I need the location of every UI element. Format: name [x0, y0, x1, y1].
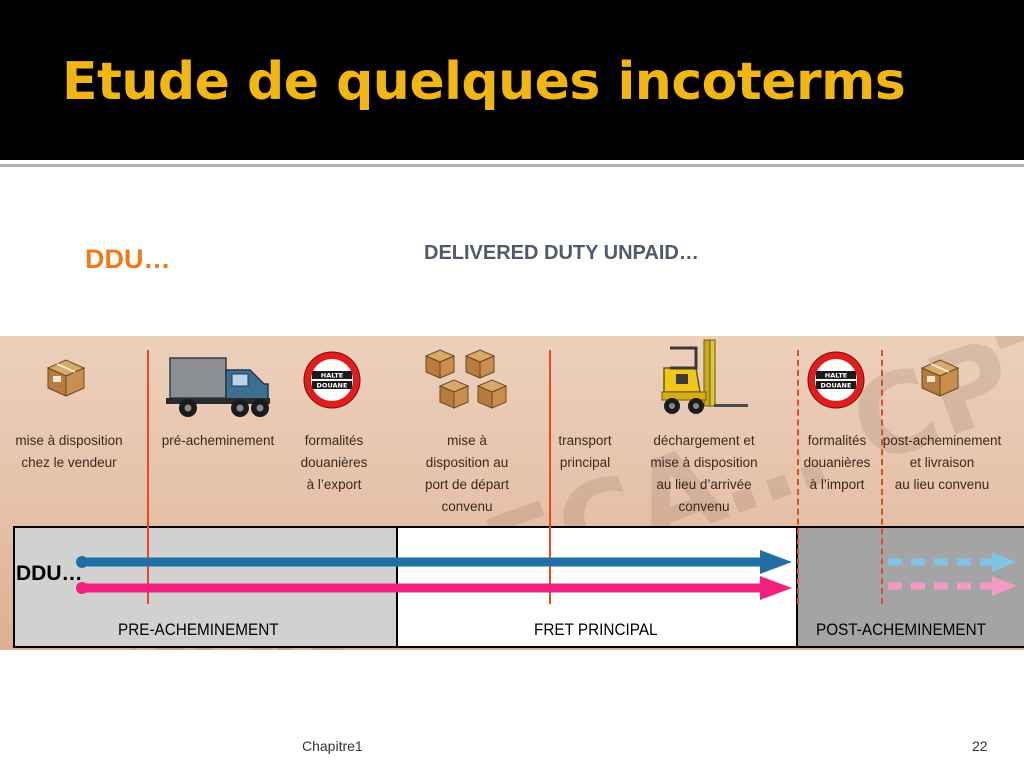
step-label-dechargement: déchargement et mise à disposition au li…: [650, 433, 758, 514]
buyer-dashed-risk-arrow: [888, 576, 1016, 596]
incoterm-row-label: DDU…: [16, 562, 83, 585]
responsibility-arrows: [76, 550, 1016, 600]
buyer-risk-arrow: [76, 576, 792, 600]
slide-title: Etude de quelques incoterms: [62, 52, 906, 112]
truck-icon: [164, 348, 276, 425]
step-label-mise-a-disposition-port: mise à disposition au port de départ con…: [424, 433, 510, 514]
sign-text: HALTE: [321, 372, 343, 380]
sign-text: DOUANE: [317, 382, 348, 390]
incoterm-full-name: DELIVERED DUTY UNPAID…: [424, 242, 699, 264]
step-label-post-acheminement: post-acheminement et livraison au lieu c…: [882, 433, 1002, 492]
sign-text: DOUANE: [821, 382, 852, 390]
step-divider-line: [549, 350, 551, 604]
step-label-formalites-import: formalités douanières à l’import: [803, 433, 871, 492]
phase-label-fret-principal: FRET PRINCIPAL: [534, 620, 658, 639]
incoterm-diagram: EXW… FCA… CPT… DDP… mise à disposition c…: [0, 336, 1024, 650]
package-icon: [44, 354, 88, 403]
seller-cost-arrow: [76, 550, 792, 574]
step-label-transport-principal: transport principal: [558, 433, 612, 470]
sign-text: HALTE: [825, 372, 847, 380]
phase-label-post-acheminement: POST-ACHEMINEMENT: [816, 620, 987, 639]
title-bar: Etude de quelques incoterms: [0, 0, 1024, 160]
step-label-formalites-export: formalités douanières à l’export: [300, 433, 368, 492]
incoterm-abbreviation: DDU…: [85, 244, 171, 274]
step-label-mise-a-disposition: mise à disposition chez le vendeur: [15, 433, 123, 470]
customs-stop-sign-icon: HALTE DOUANE: [806, 348, 866, 417]
step-divider-line: [881, 350, 883, 604]
phase-label-pre-acheminement: PRE-ACHEMINEMENT: [118, 620, 279, 639]
buyer-dashed-seller-arrow: [888, 552, 1016, 572]
packages-stack-icon: [424, 342, 510, 419]
step-divider-line: [797, 350, 799, 604]
slide-number: 22: [972, 738, 988, 754]
step-divider-line: [147, 350, 149, 604]
forklift-icon: [656, 338, 752, 425]
title-divider: [0, 164, 1024, 167]
footer-chapter: Chapitre1: [302, 738, 363, 754]
step-label-pre-acheminement: pré-acheminement: [161, 433, 275, 448]
package-icon: [918, 354, 962, 403]
customs-stop-sign-icon: HALTE DOUANE: [302, 348, 362, 417]
